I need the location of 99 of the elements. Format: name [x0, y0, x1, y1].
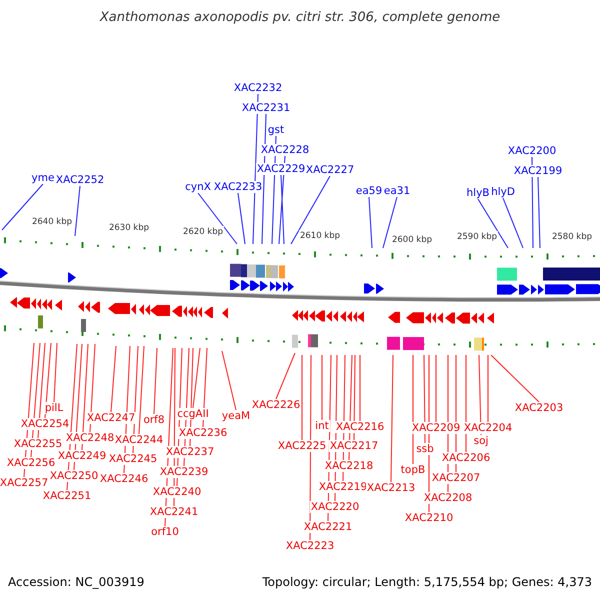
genome-summary: Topology: circular; Length: 5,175,554 bp; Genes: 4,373 [262, 576, 592, 588]
gene-label: XAC2203 [514, 402, 564, 414]
leader-line [198, 192, 238, 244]
gene-label: XAC2244 [114, 434, 164, 446]
gene-label: XAC2240 [152, 486, 202, 498]
leader-line [138, 346, 144, 434]
gene-label: XAC2221 [302, 521, 354, 533]
gene-label: XAC2227 [304, 164, 356, 176]
gene-label: XAC2247 [86, 412, 136, 424]
gene-label: XAC2251 [42, 490, 92, 502]
gene-label: XAC2217 [328, 440, 380, 452]
leader-line [54, 342, 58, 402]
leader-line [290, 176, 330, 244]
gene-label: cynX [184, 181, 212, 193]
gene-label: int [314, 420, 330, 432]
gene-label: XAC2206 [440, 452, 492, 464]
gene-label: XAC2248 [64, 432, 116, 444]
gene-label: XAC2226 [250, 399, 302, 411]
leader-line [502, 198, 524, 248]
gene-label: XAC2225 [276, 440, 328, 452]
scale-label: 2610 kbp [298, 230, 342, 242]
gene-label: ea59 [354, 185, 384, 197]
gene-label: topB [400, 464, 426, 476]
scale-label: 2640 kbp [30, 216, 74, 228]
leader-line [390, 354, 394, 482]
leader-line [192, 348, 200, 408]
gene-label: orf8 [142, 414, 166, 426]
leader-line [538, 176, 540, 248]
leader-line [38, 342, 46, 438]
accession-text: Accession: NC_003919 [8, 576, 144, 588]
scale-label: 2590 kbp [456, 231, 498, 243]
leader-line [90, 344, 96, 432]
gene-label: yeaM [220, 410, 252, 422]
gene-label: XAC2218 [324, 460, 374, 472]
leader-line [222, 350, 236, 410]
leader-line [252, 94, 258, 244]
gene-label: gst [266, 124, 286, 136]
gene-label: XAC2231 [240, 102, 292, 114]
leader-line [424, 354, 426, 444]
gene-label: XAC2229 [256, 163, 306, 175]
gene-label: XAC2209 [410, 422, 462, 434]
gene-label: hlyB [466, 187, 490, 199]
gene-label: XAC2246 [98, 473, 150, 485]
gene-label: XAC2213 [366, 482, 416, 494]
leader-line [154, 348, 158, 414]
leader-line [368, 196, 372, 248]
gene-label: soj [472, 435, 490, 447]
leader-line [82, 344, 88, 450]
leader-line [276, 352, 296, 400]
leader-line [44, 342, 52, 418]
gene-label: XAC2239 [158, 466, 210, 478]
gene-label: XAC2216 [334, 421, 386, 433]
leader-line [354, 354, 356, 440]
leader-line [238, 192, 246, 244]
gene-label: XAC2208 [422, 492, 474, 504]
leader-line [478, 198, 508, 248]
scale-label: 2580 kbp [550, 231, 594, 243]
scale-label: 2620 kbp [182, 226, 224, 238]
leader-line [2, 184, 44, 230]
gene-label: orf10 [150, 526, 180, 538]
gene-label: XAC2200 [506, 145, 558, 157]
gene-label: XAC2255 [12, 438, 64, 450]
gene-label: XAC2250 [48, 470, 100, 482]
gene-label: XAC2210 [404, 512, 454, 524]
gene-label: ea31 [382, 185, 412, 197]
gene-label: XAC2219 [318, 481, 368, 493]
title: Xanthomonas axonopodis pv. citri str. 306, complete genome [100, 12, 500, 24]
gene-label: XAC2249 [56, 450, 108, 462]
gene-label: XAC2228 [260, 144, 310, 156]
gene-label: XAC2254 [20, 418, 70, 430]
gene-label: XAC2245 [108, 453, 158, 465]
leader-line [280, 174, 284, 244]
gene-label: pilL [44, 402, 64, 414]
leader-line [532, 156, 534, 248]
gene-label: hlyD [490, 186, 516, 198]
gene-label: XAC2252 [54, 174, 106, 186]
gene-label: XAC2204 [462, 422, 514, 434]
gene-label: XAC2207 [430, 472, 482, 484]
leader-line [278, 156, 286, 244]
leader-line [110, 346, 116, 412]
gene-label: ssb [415, 443, 435, 455]
gene-label: XAC2237 [164, 446, 216, 458]
gene-label: ccgAII [176, 408, 210, 420]
gene-label: yme [30, 172, 56, 184]
gene-label: XAC2220 [310, 501, 360, 513]
gene-label: XAC2223 [284, 540, 336, 552]
scale-label: 2630 kbp [108, 222, 150, 234]
gene-label: XAC2256 [6, 457, 56, 469]
gene-label: XAC2233 [212, 181, 264, 193]
gene-label: XAC2236 [178, 427, 228, 439]
gene-label: XAC2257 [0, 477, 50, 489]
leader-line [412, 354, 414, 464]
gene-label: XAC2232 [232, 82, 284, 94]
leader-line [382, 196, 398, 248]
scale-label: 2600 kbp [390, 234, 434, 246]
gene-label: XAC2199 [512, 165, 564, 177]
leader-line [74, 186, 80, 236]
leader-line [490, 354, 540, 402]
gene-label: XAC2241 [148, 506, 200, 518]
